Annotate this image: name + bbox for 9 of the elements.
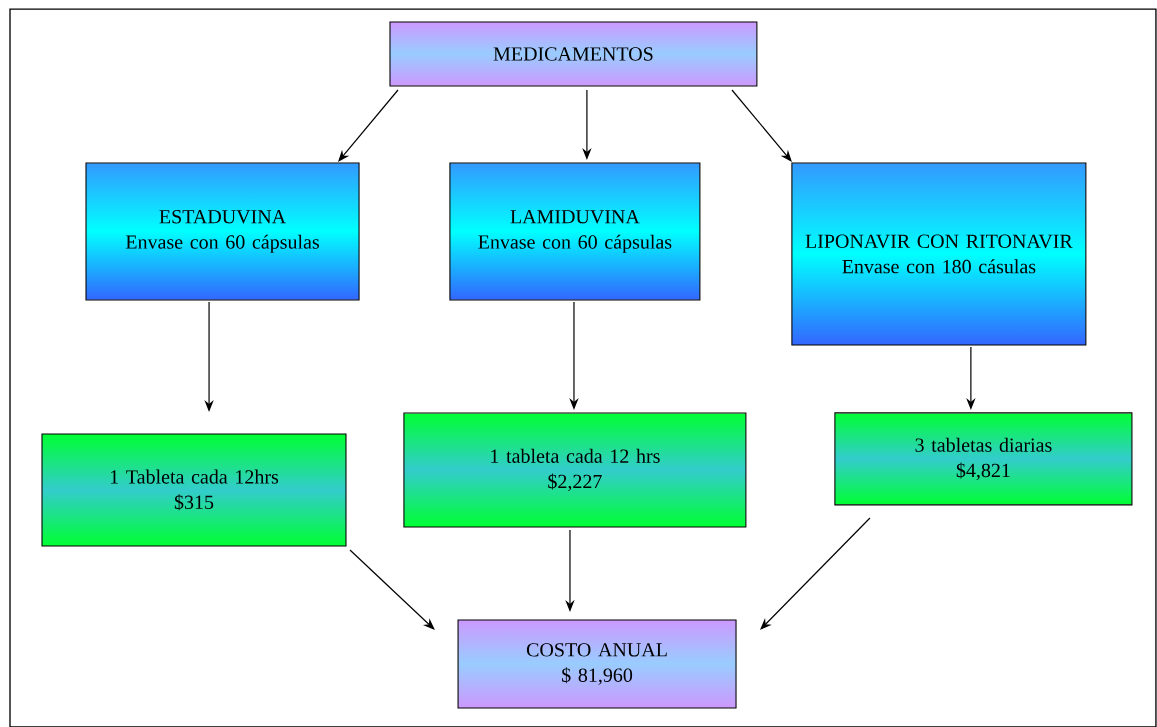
process-box: 1 Tableta cada 12hrs $315 — [41, 433, 347, 547]
process-box: COSTO ANUAL $ 81,960 — [457, 619, 737, 709]
process-box: 3 tabletas diarias $4,821 — [834, 412, 1133, 506]
process-box: MEDICAMENTOS — [389, 21, 758, 87]
process-box: ESTADUVINA Envase con 60 cápsulas — [85, 162, 360, 301]
process-box: LIPONAVIR CON RITONAVIR Envase con 180 cásulas — [791, 162, 1087, 346]
process-box: LAMIDUVINA Envase con 60 cápsulas — [449, 162, 701, 301]
arrow — [349, 549, 435, 630]
process-box: 1 tableta cada 12 hrs $2,227 — [403, 412, 747, 528]
